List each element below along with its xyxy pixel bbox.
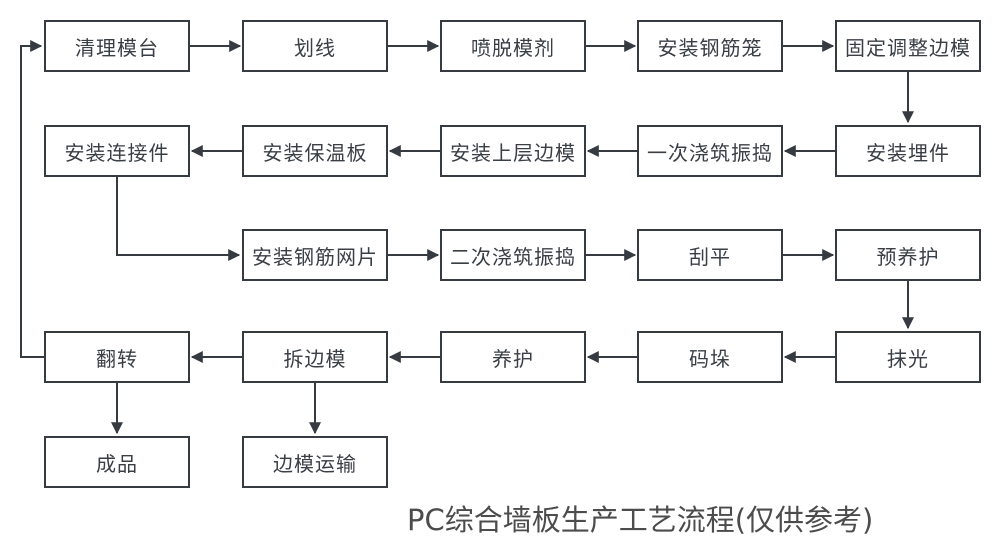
node-side-mold-transport: 边模运输 <box>242 436 388 488</box>
diagram-title: PC综合墙板生产工艺流程(仅供参考) <box>407 503 874 537</box>
node-marking: 划线 <box>242 20 388 72</box>
node-flip: 翻转 <box>44 331 190 383</box>
node-clean-mold-table: 清理模台 <box>44 20 190 72</box>
node-second-pour-vibrate: 二次浇筑振捣 <box>440 229 586 281</box>
node-install-rebar-mesh: 安装钢筋网片 <box>242 229 388 281</box>
node-finished-product: 成品 <box>44 436 190 488</box>
node-first-pour-vibrate: 一次浇筑振捣 <box>637 125 783 177</box>
node-remove-side-mold: 拆边模 <box>242 331 388 383</box>
node-install-upper-side-mold: 安装上层边模 <box>440 125 586 177</box>
node-pre-curing: 预养护 <box>835 229 981 281</box>
node-stacking: 码垛 <box>637 331 783 383</box>
node-curing: 养护 <box>440 331 586 383</box>
node-install-connectors: 安装连接件 <box>44 125 190 177</box>
node-screeding: 刮平 <box>637 229 783 281</box>
node-spray-release-agent: 喷脱模剂 <box>440 20 586 72</box>
node-fix-adjust-side-mold: 固定调整边模 <box>835 20 981 72</box>
node-troweling: 抹光 <box>835 331 981 383</box>
node-install-rebar-cage: 安装钢筋笼 <box>637 20 783 72</box>
node-install-insulation-board: 安装保温板 <box>242 125 388 177</box>
node-install-embedded-parts: 安装埋件 <box>835 125 981 177</box>
